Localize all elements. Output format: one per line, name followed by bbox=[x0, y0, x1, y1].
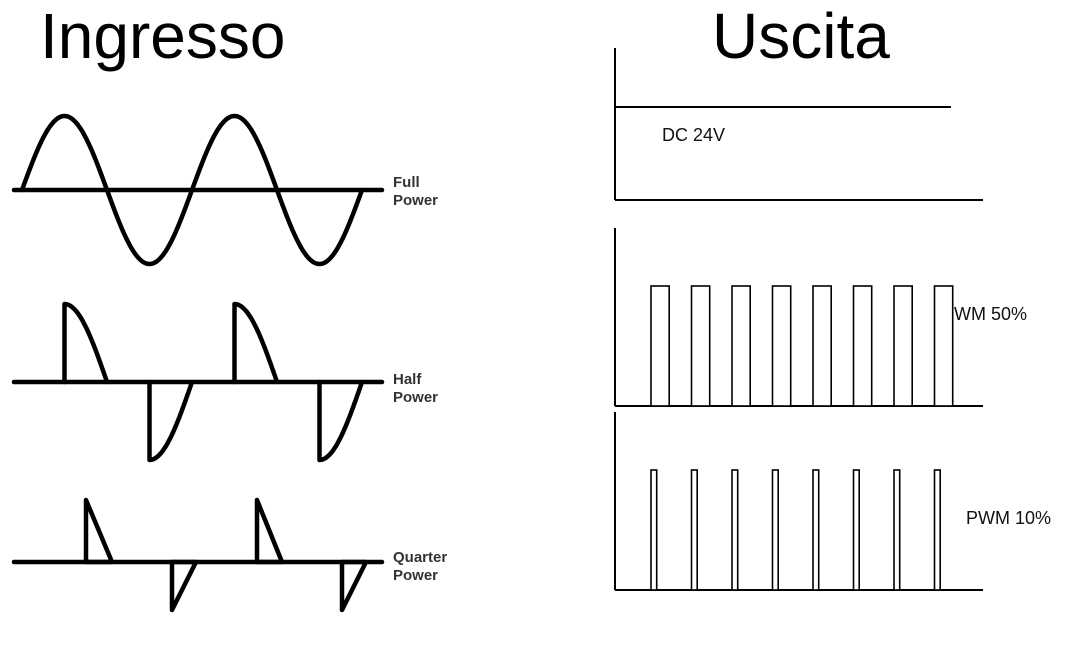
quarter-power-chopped-wave bbox=[83, 497, 369, 613]
half-power-chopped-wave bbox=[62, 301, 365, 463]
half-power-wave-group: Half Power bbox=[11, 301, 438, 463]
pwm50-pulse bbox=[650, 285, 671, 407]
pwm10-output-panel: PWM 10% bbox=[614, 412, 1051, 591]
half-power-label-line2: Power bbox=[393, 389, 438, 406]
full-power-label-line1: Full bbox=[393, 174, 420, 191]
output-title: Uscita bbox=[712, 0, 890, 72]
quarter-power-label-line2: Power bbox=[393, 567, 438, 584]
pwm50-pulse bbox=[893, 285, 914, 407]
pwm50-pulse bbox=[852, 285, 873, 407]
pwm50-pulse bbox=[812, 285, 833, 407]
pwm10-pulse bbox=[690, 469, 698, 591]
pwm10-pulse bbox=[650, 469, 658, 591]
pwm10-pulse bbox=[852, 469, 860, 591]
pwm50-pulse bbox=[690, 285, 711, 407]
dc-label: DC 24V bbox=[662, 125, 725, 145]
pwm50-pulse bbox=[771, 285, 792, 407]
pwm10-pulse bbox=[812, 469, 820, 591]
pwm10-pulse bbox=[933, 469, 941, 591]
quarter-power-wave-group: Quarter Power bbox=[11, 497, 447, 613]
input-title: Ingresso bbox=[40, 0, 286, 72]
full-power-label-line2: Power bbox=[393, 192, 438, 209]
pwm10-pulse bbox=[731, 469, 739, 591]
pwm50-output-panel: PWM 50% bbox=[614, 228, 1027, 407]
pwm10-label: PWM 10% bbox=[966, 508, 1051, 528]
pwm50-pulse bbox=[731, 285, 752, 407]
pwm10-pulse bbox=[771, 469, 779, 591]
half-power-label-line1: Half bbox=[393, 371, 422, 388]
pwm50-label: PWM 50% bbox=[942, 304, 1027, 324]
dc-output-panel: DC 24V bbox=[614, 48, 983, 201]
quarter-power-label-line1: Quarter bbox=[393, 549, 447, 566]
pwm10-pulse bbox=[893, 469, 901, 591]
full-power-wave-group: Full Power bbox=[11, 113, 438, 267]
full-power-sine-wave bbox=[19, 113, 365, 267]
pwm50-pulse bbox=[933, 285, 954, 407]
